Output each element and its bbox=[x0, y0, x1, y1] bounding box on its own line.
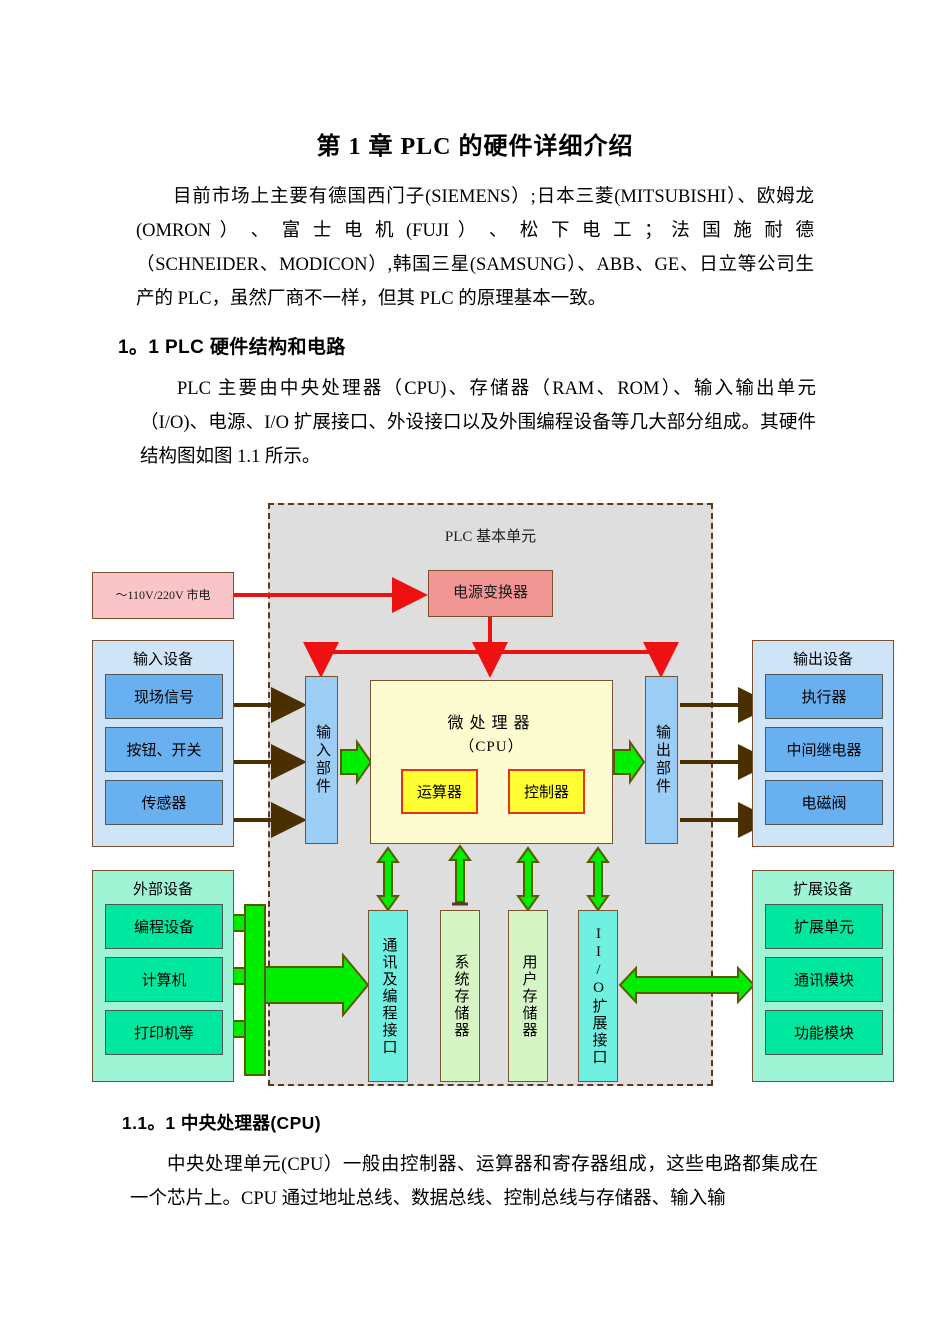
io-expansion-interface-module: II/O扩展接口 bbox=[578, 910, 618, 1082]
section-1-1-paragraph: PLC 主要由中央处理器（CPU)、存储器（RAM、ROM）、输入输出单元（I/… bbox=[140, 372, 816, 474]
function-module: 功能模块 bbox=[765, 1010, 883, 1055]
power-converter-box: 电源变换器 bbox=[428, 570, 553, 617]
cpu-title: 微处理器 bbox=[447, 715, 536, 732]
cpu-subtitle: （CPU） bbox=[459, 739, 524, 755]
external-device-computer: 计算机 bbox=[105, 957, 223, 1002]
page-title: 第 1 章 PLC 的硬件详细介绍 bbox=[316, 134, 634, 160]
user-memory-module: 用户存储器 bbox=[508, 910, 548, 1082]
intro-paragraph-text: 目前市场上主要有德国西门子(SIEMENS）;日本三菱(MITSUBISHI）、… bbox=[136, 187, 814, 309]
external-device-printer: 打印机等 bbox=[105, 1010, 223, 1055]
input-device-field-signal: 现场信号 bbox=[105, 674, 223, 719]
section-1-1-paragraph-text: PLC 主要由中央处理器（CPU)、存储器（RAM、ROM）、输入输出单元（I/… bbox=[140, 379, 816, 467]
section-1-1-1-paragraph-text: 中央处理单元(CPU）一般由控制器、运算器和寄存器组成，这些电路都集成在一个芯片… bbox=[130, 1155, 818, 1209]
output-devices-panel: 输出设备 执行器 中间继电器 电磁阀 bbox=[752, 640, 894, 847]
output-device-relay: 中间继电器 bbox=[765, 727, 883, 772]
communication-module: 通讯模块 bbox=[765, 957, 883, 1002]
output-devices-title: 输出设备 bbox=[792, 652, 853, 668]
expansion-devices-title: 扩展设备 bbox=[792, 882, 853, 898]
intro-paragraph: 目前市场上主要有德国西门子(SIEMENS）;日本三菱(MITSUBISHI）、… bbox=[136, 180, 814, 316]
section-heading-1-1-1: 1.1。1 中央处理器(CPU) bbox=[122, 1113, 321, 1133]
cpu-controller-box: 控制器 bbox=[508, 769, 585, 814]
input-devices-title: 输入设备 bbox=[132, 652, 193, 668]
input-unit-column: 输入部件 bbox=[305, 676, 338, 844]
cpu-alu-box: 运算器 bbox=[401, 769, 478, 814]
expansion-unit: 扩展单元 bbox=[765, 904, 883, 949]
output-device-solenoid-valve: 电磁阀 bbox=[765, 780, 883, 825]
comm-programming-interface-module: 通讯及编程接口 bbox=[368, 910, 408, 1082]
output-unit-column: 输出部件 bbox=[645, 676, 678, 844]
input-device-sensor: 传感器 bbox=[105, 780, 223, 825]
input-devices-panel: 输入设备 现场信号 按钮、开关 传感器 bbox=[92, 640, 234, 847]
mains-supply-box: ～110V/220V 市电 bbox=[92, 572, 234, 619]
input-device-button-switch: 按钮、开关 bbox=[105, 727, 223, 772]
external-device-programmer: 编程设备 bbox=[105, 904, 223, 949]
cpu-box: 微处理器 （CPU） 运算器 控制器 bbox=[370, 680, 613, 844]
expansion-devices-panel: 扩展设备 扩展单元 通讯模块 功能模块 bbox=[752, 870, 894, 1082]
output-device-actuator: 执行器 bbox=[765, 674, 883, 719]
external-devices-title: 外部设备 bbox=[132, 882, 193, 898]
section-1-1-1-paragraph: 中央处理单元(CPU）一般由控制器、运算器和寄存器组成，这些电路都集成在一个芯片… bbox=[130, 1148, 818, 1216]
system-memory-module: 系统存储器 bbox=[440, 910, 480, 1082]
section-heading-1-1: 1。1 PLC 硬件结构和电路 bbox=[118, 337, 346, 358]
external-devices-panel: 外部设备 编程设备 计算机 打印机等 bbox=[92, 870, 234, 1082]
plc-basic-unit-label: PLC 基本单元 bbox=[444, 529, 537, 545]
